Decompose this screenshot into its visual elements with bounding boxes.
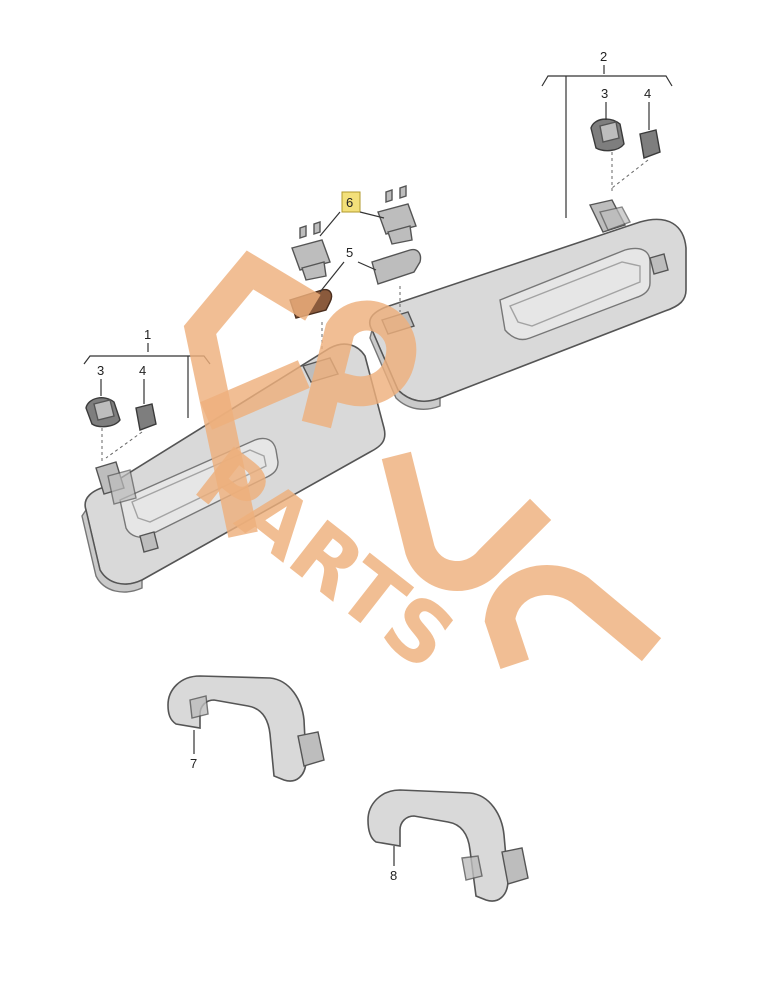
callout-7: 7 (186, 730, 202, 772)
callout-highlight-box (341, 191, 361, 213)
callout-label-4a: 4 (139, 363, 146, 378)
callout-bg-8 (386, 866, 402, 884)
callout-label-3b: 3 (601, 86, 608, 101)
callout-label-1: 1 (144, 327, 151, 342)
visor-hinge-mount-left[interactable] (85, 397, 121, 428)
visor-hinge-mount-right[interactable] (590, 118, 625, 152)
callout-label-3a: 3 (97, 363, 104, 378)
callout-8: 8 (386, 846, 402, 884)
visor-retainer-clip-right[interactable] (371, 248, 422, 285)
callout-label-5: 5 (346, 245, 353, 260)
grab-handle-7[interactable] (167, 675, 325, 782)
sun-visor-right[interactable] (368, 199, 687, 410)
callout-label-4b: 4 (644, 86, 651, 101)
visor-retainer-bracket[interactable] (291, 185, 417, 281)
callout-6: 6 (319, 191, 385, 237)
callout-bg-7 (186, 754, 202, 772)
visor-mount-cover-right[interactable] (639, 129, 661, 159)
callout-label-8: 8 (390, 868, 397, 883)
callout-label-7: 7 (190, 756, 197, 771)
callout-2: 2 3 4 (541, 49, 673, 218)
callout-label-2: 2 (600, 49, 607, 64)
callout-5: 5 (319, 245, 377, 293)
callout-label-6: 6 (346, 195, 353, 210)
visor-mount-cover-left[interactable] (135, 403, 157, 431)
grab-handle-8[interactable] (367, 789, 529, 902)
